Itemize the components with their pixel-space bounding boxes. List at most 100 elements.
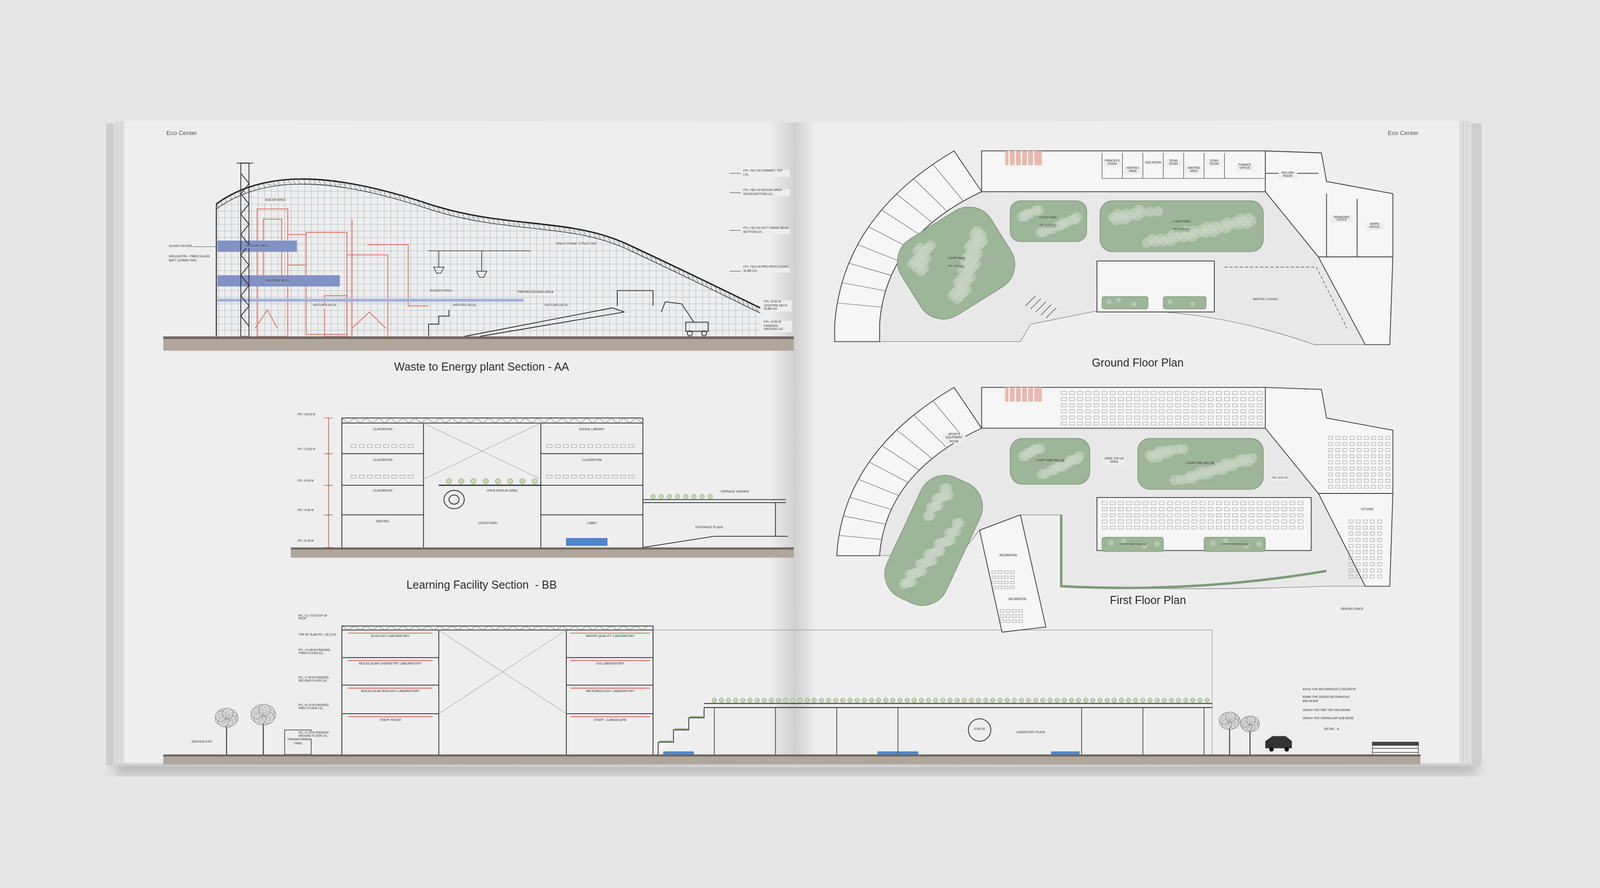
label-anchor: FFL +58.0 M BOILER AREA ROOM BOTTOM LVL. xyxy=(742,189,790,197)
furniture xyxy=(998,576,1003,579)
page: Eco CenterWaste to Energy plant Section … xyxy=(124,122,794,766)
furniture xyxy=(1249,520,1255,524)
tree-symbol xyxy=(1229,727,1231,756)
roof-truss xyxy=(457,211,460,218)
level-note: FFL +0.00 LVL. xyxy=(1172,228,1191,232)
space-frame-grid xyxy=(216,243,762,245)
roof-truss xyxy=(718,288,722,295)
level-marker xyxy=(729,192,742,193)
book xyxy=(108,121,1479,766)
furniture xyxy=(1101,501,1107,505)
furniture xyxy=(1061,410,1067,414)
furniture xyxy=(1208,526,1213,530)
room-label: COURTYARD xyxy=(1038,216,1058,221)
roof-truss xyxy=(732,294,736,302)
shrub-symbol xyxy=(1154,698,1160,703)
furniture xyxy=(1370,526,1375,530)
roof-truss xyxy=(229,195,232,201)
furniture xyxy=(1061,397,1067,402)
roof-truss xyxy=(568,227,571,234)
book xyxy=(1463,121,1464,765)
shrub-symbol xyxy=(719,698,724,703)
courtyard-green xyxy=(1144,449,1156,461)
roof-truss xyxy=(677,268,681,275)
room-partition xyxy=(881,209,919,235)
book xyxy=(793,122,817,766)
roof-truss xyxy=(247,187,251,192)
roof-truss xyxy=(318,179,322,186)
section-lab xyxy=(659,717,704,742)
excavator xyxy=(687,331,693,336)
part-label: TRANSFORMER YARD xyxy=(286,738,310,747)
roof-truss xyxy=(668,263,671,271)
text-anchor: Learning Facility Section - BB xyxy=(406,578,557,593)
furniture xyxy=(1012,609,1017,613)
furniture xyxy=(1159,403,1165,407)
visitor-deck xyxy=(217,298,524,303)
space-frame-grid xyxy=(216,290,762,291)
level-note: FFL +17.75 M TOP OF ROOF xyxy=(298,614,337,622)
label-anchor: FFL +0.00 LVL. xyxy=(947,265,966,269)
furniture xyxy=(620,475,626,479)
first-floor-plan xyxy=(1265,387,1393,494)
furniture xyxy=(1142,520,1148,524)
visitor-deck xyxy=(217,240,524,302)
furniture xyxy=(1167,391,1173,395)
space-frame-grid xyxy=(715,153,717,337)
furniture xyxy=(1364,485,1369,489)
furniture xyxy=(1142,410,1148,414)
section-lab xyxy=(163,754,1421,766)
room-label: FINANCE OFFICE xyxy=(1235,163,1255,171)
roof-truss xyxy=(303,179,306,185)
courtyard-green xyxy=(1203,537,1266,552)
furniture xyxy=(1101,397,1107,402)
furniture xyxy=(1093,422,1099,426)
furniture xyxy=(1134,415,1140,420)
furniture xyxy=(1118,415,1124,420)
furniture xyxy=(1232,501,1238,505)
furniture xyxy=(1224,391,1230,395)
room-partition xyxy=(932,401,964,438)
furniture xyxy=(555,475,560,479)
furniture xyxy=(1224,415,1230,420)
label-anchor: FFL +32.0 M EOT CRANE BEAM BOTTOM LVL. xyxy=(742,226,790,234)
label-anchor: COURTYARD BELOW xyxy=(1220,542,1249,546)
shrub-symbol xyxy=(1026,698,1031,703)
furniture xyxy=(1349,466,1354,471)
furniture xyxy=(1151,526,1157,530)
furniture xyxy=(1159,410,1165,414)
material-note: 40mm THK BITUMINOUS CONCRETE xyxy=(1301,688,1364,693)
roof-truss xyxy=(691,274,694,281)
label-anchor: VISITORS DECK xyxy=(452,303,477,308)
furniture xyxy=(1224,422,1230,426)
roof-truss xyxy=(696,276,699,284)
space-frame-grid xyxy=(722,153,723,337)
furniture xyxy=(1110,410,1115,414)
roof-truss xyxy=(388,191,392,198)
furniture xyxy=(1289,508,1295,512)
furniture xyxy=(1101,526,1107,530)
furniture xyxy=(1240,403,1246,407)
furniture xyxy=(1364,442,1369,446)
section-bb xyxy=(443,490,465,509)
book xyxy=(124,120,794,765)
furniture xyxy=(1183,526,1189,530)
label-anchor: STATUE xyxy=(973,728,986,733)
level-note: FFL +13.50 M xyxy=(297,447,317,452)
book xyxy=(116,121,118,765)
room-box: STAFF ROOM xyxy=(345,714,436,754)
room-partition xyxy=(896,429,933,459)
label-anchor: FFL +11.85 M FINISHED THIRD FLOOR LVL. xyxy=(298,649,337,657)
shrub-symbol xyxy=(1083,698,1088,703)
section-bb xyxy=(448,494,460,504)
first-floor-plan xyxy=(836,387,1393,633)
furniture xyxy=(612,475,618,479)
furniture xyxy=(1191,403,1197,407)
furniture xyxy=(1357,436,1362,440)
courtyard-green xyxy=(1028,444,1039,456)
label-anchor: VISITORS DECK xyxy=(265,279,290,283)
furniture xyxy=(1377,569,1382,573)
level-marker xyxy=(729,270,742,272)
space-frame-grid xyxy=(216,223,762,225)
